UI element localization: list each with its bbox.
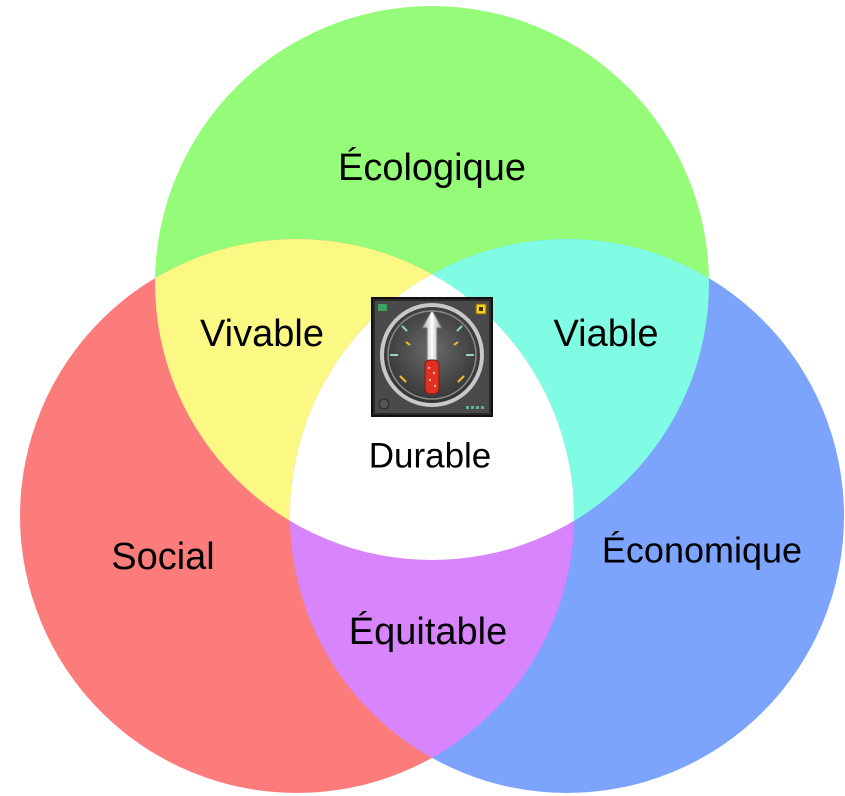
label-vivable: Vivable bbox=[200, 313, 324, 355]
label-social: Social bbox=[111, 536, 215, 578]
label-economique: Économique bbox=[602, 530, 802, 571]
label-durable: Durable bbox=[369, 436, 492, 475]
label-ecologique: Écologique bbox=[338, 146, 526, 189]
label-equitable: Équitable bbox=[349, 610, 507, 653]
compass-icon bbox=[371, 297, 493, 417]
label-viable: Viable bbox=[554, 313, 659, 355]
